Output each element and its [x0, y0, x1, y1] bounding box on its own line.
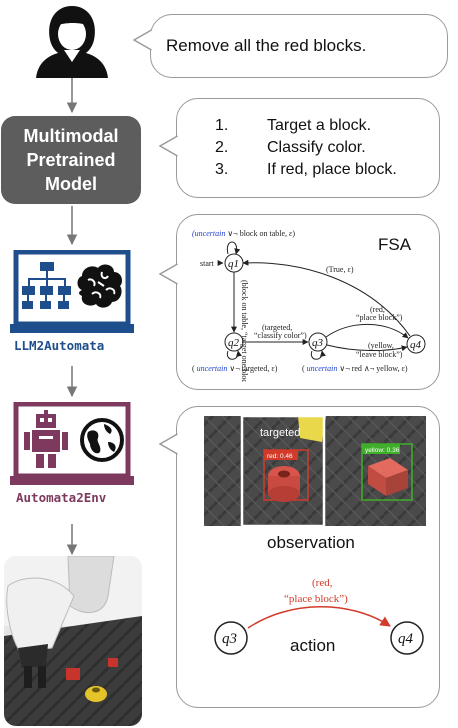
fsa-state-q1-label: q1	[228, 258, 239, 270]
robot-workspace-photo	[4, 556, 142, 726]
fsa-edge-q3-self	[310, 350, 326, 360]
fsa-state-q4	[406, 334, 426, 354]
action-transition: (red, “place block”) q3 q4	[214, 577, 424, 655]
fsa-label-q3-q4-yellow-a: (yellow,	[368, 341, 394, 350]
yellow-detection-label: yellow: 0.36	[365, 447, 400, 454]
fsa-bubble	[176, 214, 440, 390]
automata2env-laptop-icon	[10, 402, 134, 485]
fsa-label-q3-q4-red-b: “place block”)	[356, 313, 403, 322]
robot-arm-upper	[67, 556, 115, 614]
fsa-label-q2-q3-a: (targeted,	[262, 323, 292, 332]
fsa-label-q2-q3-b: “classify color”)	[254, 331, 307, 340]
red-cube-photo	[108, 658, 118, 667]
step-text: If red, place block.	[267, 161, 397, 178]
fsa-label-q4-q1: (True, ε)	[326, 265, 354, 274]
fsa-state-q4-label: q4	[410, 339, 422, 351]
action-caption: action	[290, 636, 336, 655]
fsa-state-q3-label: q3	[312, 337, 324, 349]
fsa-label-q3-q4-yellow-b: “leave block”)	[356, 350, 403, 359]
fsa-label-q1-q2: (block on table, “target one block”)	[240, 280, 249, 382]
brain-icon	[77, 264, 122, 308]
model-line-3: Model	[45, 174, 97, 194]
fsa-label-q2-self: ( uncertain ∨¬ targeted, ε)	[192, 364, 278, 373]
hierarchy-chart-icon	[22, 262, 71, 309]
model-line-1: Multimodal	[23, 126, 119, 146]
action-state-q3	[214, 621, 248, 655]
step-text: Target a block.	[267, 117, 372, 134]
fsa-start-label: start	[200, 259, 215, 268]
red-detection-label: red: 0.46	[267, 453, 293, 460]
llm2automata-label: LLM2Automata	[14, 338, 105, 353]
robot-arm-lower	[6, 577, 75, 653]
fsa-bubble-tail	[159, 263, 178, 285]
gripper-right	[38, 666, 46, 688]
targeted-label: targeted	[260, 427, 300, 439]
step-number: 3.	[215, 161, 229, 178]
action-edge-label-b: “place block”)	[284, 593, 348, 605]
yellow-block-photo	[85, 686, 107, 702]
model-line-2: Pretrained	[26, 150, 116, 170]
fsa-edge-q3-q4-red	[325, 323, 409, 339]
action-state-q4	[390, 621, 424, 655]
robot-icon	[24, 410, 68, 468]
observation-bubble-tail	[159, 433, 178, 455]
instruction-bubble: Remove all the red blocks.	[150, 14, 448, 78]
action-edge-arrow	[247, 606, 391, 629]
fsa-edge-q3-q4-yellow	[326, 344, 408, 352]
steps-bubble-tail	[159, 135, 178, 157]
action-edge-label-a: (red,	[312, 577, 333, 589]
multimodal-model-box: Multimodal Pretrained Model	[1, 116, 141, 204]
red-cube	[368, 458, 408, 478]
fsa-edge-q2-self	[226, 350, 242, 360]
fsa-state-q3	[308, 332, 328, 352]
llm2automata-laptop-icon	[10, 250, 134, 333]
fsa-edge-q4-q1	[242, 259, 411, 337]
globe-icon	[80, 418, 124, 462]
fsa-edge-q1-self	[226, 241, 241, 255]
robot-wrist	[18, 644, 48, 668]
gripper-left	[24, 666, 32, 688]
action-state-q3-label: q3	[222, 631, 237, 647]
step-text: Classify color.	[267, 139, 366, 156]
user-icon	[36, 6, 108, 78]
observation-image: targeted red: 0.46 yellow: 0.36	[204, 416, 426, 526]
fsa-diagram: FSA (uncertain ∨¬ block on table, ε) sta…	[192, 229, 426, 382]
red-block-photo	[66, 668, 80, 680]
fsa-state-q2-label: q2	[228, 337, 240, 349]
step-number: 1.	[215, 117, 229, 134]
fsa-title: FSA	[378, 235, 412, 254]
fsa-label-q3-self: ( uncertain ∨¬ red ∧¬ yellow, ε)	[302, 364, 408, 373]
automata2env-label: Automata2Env	[16, 490, 107, 505]
action-state-q4-label: q4	[398, 631, 414, 647]
steps-bubble: 1. Target a block. 2. Classify color. 3.…	[176, 98, 440, 198]
instruction-bubble-tail	[133, 29, 152, 51]
fsa-label-q1-self: (uncertain ∨¬ block on table, ε)	[192, 229, 295, 238]
instruction-text: Remove all the red blocks.	[166, 36, 367, 55]
targeted-box	[240, 416, 326, 526]
observation-caption: observation	[267, 533, 355, 552]
fsa-label-q3-q4-red-a: (red,	[370, 305, 385, 314]
yellow-block-partial	[298, 416, 326, 442]
step-number: 2.	[215, 139, 229, 156]
